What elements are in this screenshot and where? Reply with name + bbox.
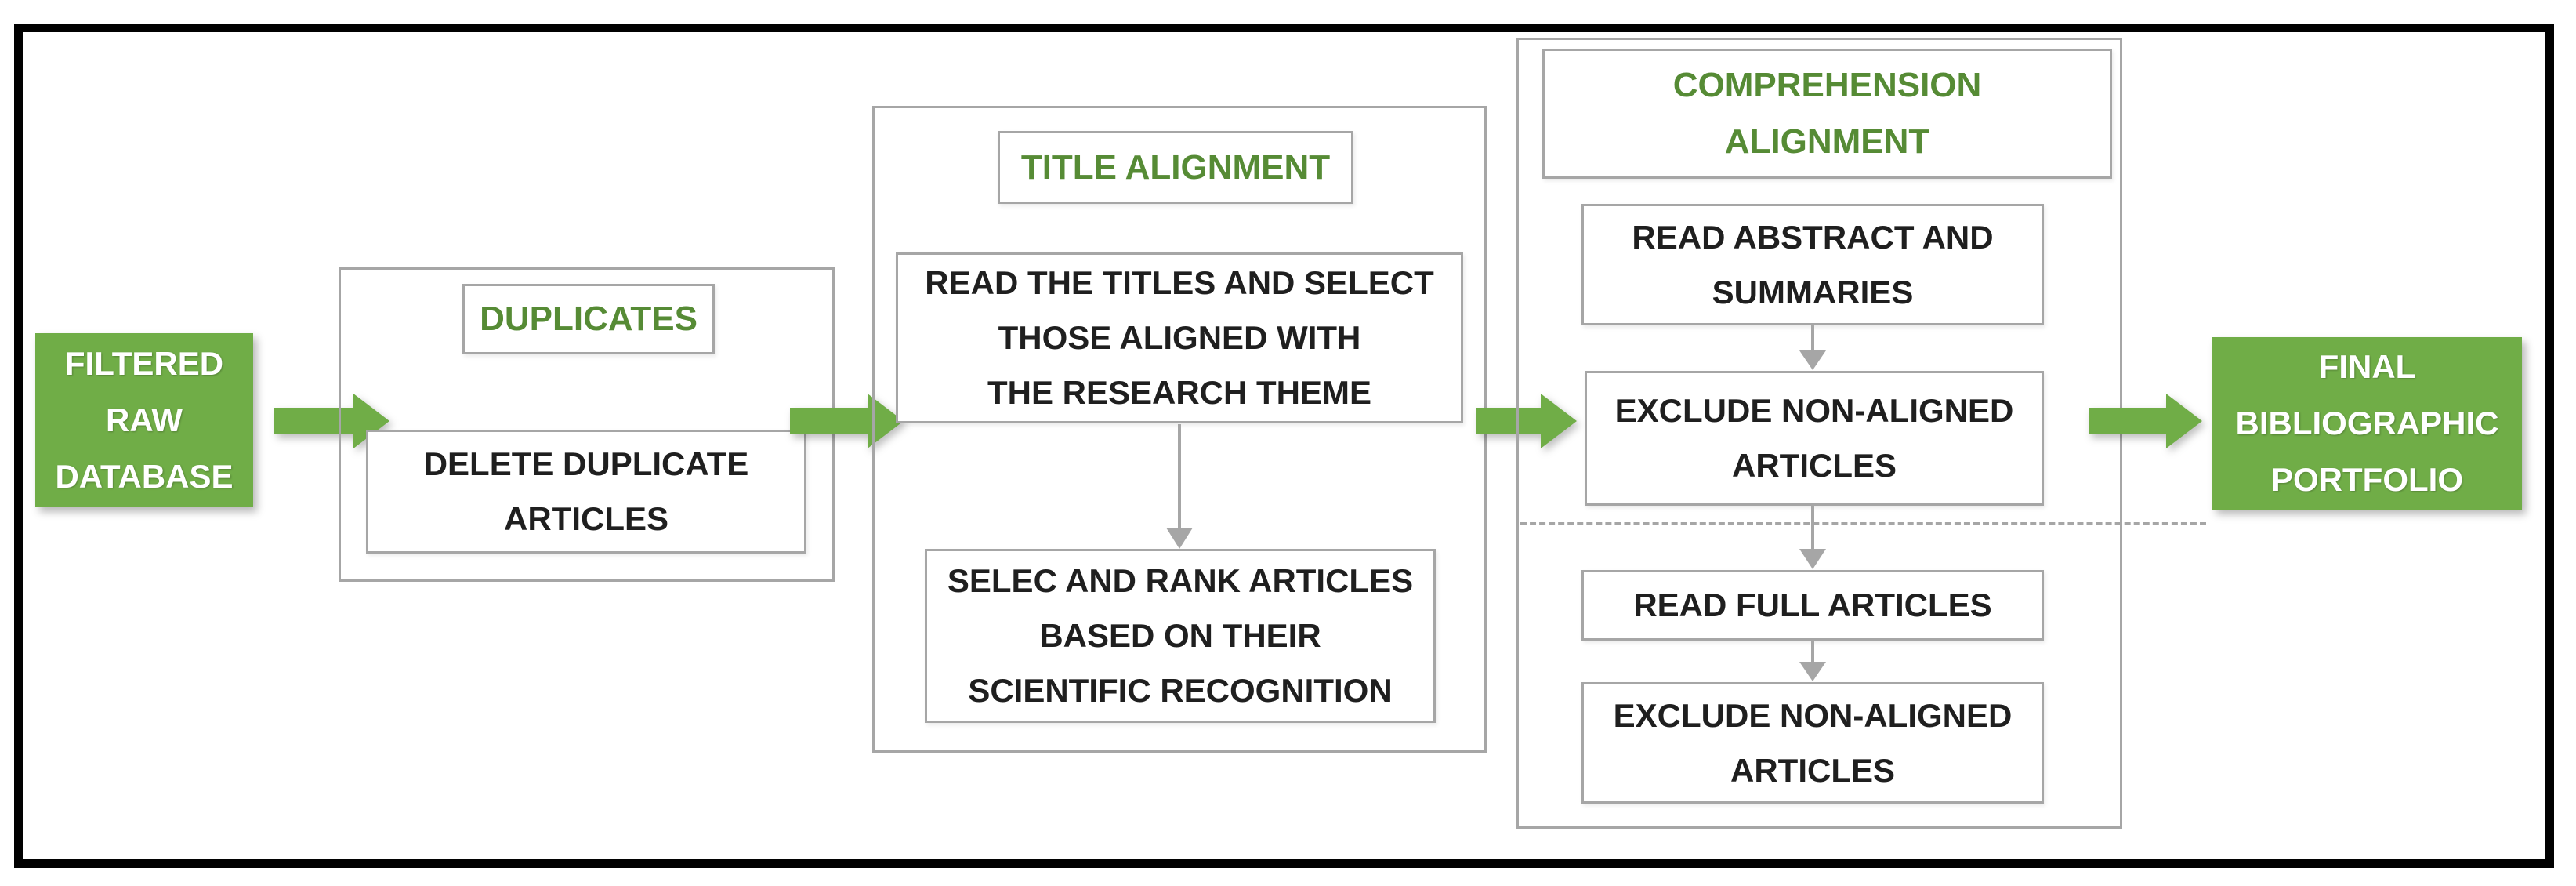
node-exclude-non-aligned-1-label: EXCLUDE NON-ALIGNED ARTICLES xyxy=(1614,392,2014,484)
node-read-full-articles-label: READ FULL ARTICLES xyxy=(1633,586,1992,623)
flow-arrow-down-icon xyxy=(1799,640,1826,681)
node-delete-duplicate-articles: DELETE DUPLICATE ARTICLES xyxy=(366,430,806,554)
node-read-titles: READ THE TITLES AND SELECT THOSE ALIGNED… xyxy=(896,252,1463,423)
group-duplicates-title: DUPLICATES xyxy=(480,300,697,338)
node-delete-duplicate-articles-label: DELETE DUPLICATE ARTICLES xyxy=(423,445,749,537)
node-exclude-non-aligned-1: EXCLUDE NON-ALIGNED ARTICLES xyxy=(1585,371,2044,506)
flow-arrow-right-icon xyxy=(790,394,904,448)
node-final-bibliographic-portfolio: FINAL BIBLIOGRAPHIC PORTFOLIO xyxy=(2212,337,2522,510)
flow-arrow-right-icon xyxy=(1476,394,1577,448)
group-duplicates-header: DUPLICATES xyxy=(462,284,715,354)
node-read-full-articles: READ FULL ARTICLES xyxy=(1581,570,2044,641)
flow-arrow-down-icon xyxy=(1799,325,1826,370)
group-comprehension-alignment-title: COMPREHENSION ALIGNMENT xyxy=(1672,66,1982,161)
node-read-abstract: READ ABSTRACT AND SUMMARIES xyxy=(1581,204,2044,325)
dashed-divider xyxy=(1520,522,2206,525)
node-select-rank-articles: SELEC AND RANK ARTICLES BASED ON THEIR S… xyxy=(925,549,1436,723)
group-title-alignment-header: TITLE ALIGNMENT xyxy=(998,131,1353,204)
node-final-bibliographic-portfolio-label: FINAL BIBLIOGRAPHIC PORTFOLIO xyxy=(2235,348,2499,498)
node-exclude-non-aligned-2-label: EXCLUDE NON-ALIGNED ARTICLES xyxy=(1613,696,2013,789)
node-read-abstract-label: READ ABSTRACT AND SUMMARIES xyxy=(1632,218,1994,310)
flow-arrow-right-icon xyxy=(2089,394,2202,448)
diagram-frame xyxy=(14,24,2554,868)
flow-arrow-down-icon xyxy=(1799,505,1826,569)
node-exclude-non-aligned-2: EXCLUDE NON-ALIGNED ARTICLES xyxy=(1581,682,2044,804)
node-filtered-raw-database: FILTERED RAW DATABASE xyxy=(35,333,253,507)
group-title-alignment-title: TITLE ALIGNMENT xyxy=(1020,147,1331,187)
node-read-titles-label: READ THE TITLES AND SELECT THOSE ALIGNED… xyxy=(925,264,1434,411)
node-filtered-raw-database-label: FILTERED RAW DATABASE xyxy=(55,345,234,495)
group-comprehension-alignment-header: COMPREHENSION ALIGNMENT xyxy=(1542,49,2112,179)
flow-arrow-right-icon xyxy=(274,394,389,448)
flow-arrow-down-icon xyxy=(1166,424,1193,549)
node-select-rank-articles-label: SELEC AND RANK ARTICLES BASED ON THEIR S… xyxy=(947,562,1414,709)
